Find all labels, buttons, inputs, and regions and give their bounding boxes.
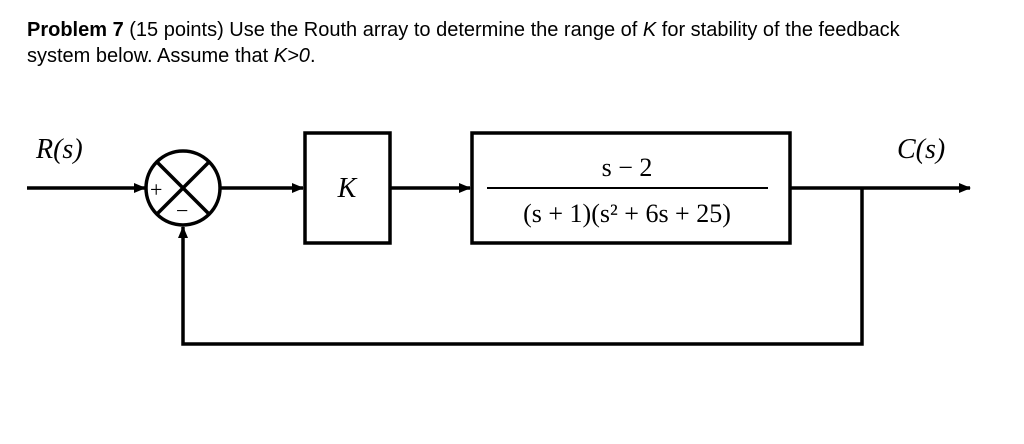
- output-label: C(s): [897, 134, 945, 165]
- input-label: R(s): [35, 134, 83, 165]
- problem-period: .: [309, 45, 316, 67]
- summing-junction: + −: [144, 149, 222, 227]
- problem-statement: Problem 7 (15 points) Use the Routh arra…: [27, 17, 997, 69]
- problem-points-text: (15 points) Use the Routh array to deter…: [123, 19, 643, 41]
- minus-sign: −: [176, 198, 188, 223]
- gain-block: K: [303, 131, 392, 245]
- plus-sign: +: [150, 177, 162, 202]
- problem-k-condition: K>0: [273, 45, 310, 67]
- problem-text-line1-rest: for stability of the feedback: [656, 19, 900, 41]
- summing-junction-cross-b: [155, 160, 211, 216]
- plant-denominator: (s + 1)(s² + 6s + 25): [523, 199, 731, 228]
- plant-numerator: s − 2: [602, 153, 653, 182]
- problem-k-variable: K: [642, 19, 657, 41]
- problem-text-line2: system below. Assume that: [27, 45, 274, 67]
- feedback-path-line: [178, 188, 864, 346]
- plant-block: s − 2 (s + 1)(s² + 6s + 25): [470, 131, 792, 245]
- gain-block-label: K: [337, 173, 358, 204]
- problem-number: Problem 7: [27, 19, 124, 41]
